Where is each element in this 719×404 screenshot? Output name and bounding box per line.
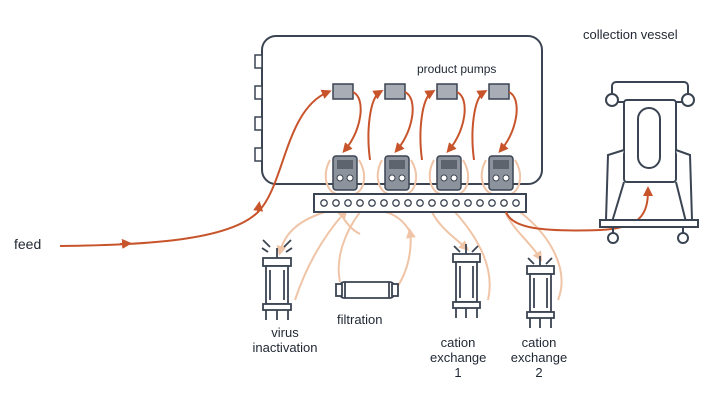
cation-exchange-1-label-line-1: cation [440, 335, 476, 350]
virus-inactivation-label-line-2: inactivation [252, 340, 318, 355]
cation-exchange-1-label-line-2: exchange [430, 350, 487, 365]
feed-label: feed [14, 236, 42, 252]
filtration-label: filtration [337, 312, 383, 327]
product-pump-3 [436, 83, 458, 100]
product-pump-4 [488, 83, 510, 100]
filtration-unit [335, 281, 399, 299]
collection-vessel [599, 81, 699, 244]
cation-exchange-2-label-line-1: cation [521, 335, 557, 350]
product-pump-2 [384, 83, 406, 100]
feed-flow-lines [59, 89, 653, 249]
process-flow-lines [276, 159, 563, 301]
valve-1 [332, 155, 358, 191]
cation-exchange-2-label-line-2: exchange [510, 350, 568, 365]
valve-3 [436, 155, 462, 191]
virus-inactivation-label-line-1: virus [271, 325, 299, 340]
valve-2 [384, 155, 410, 191]
cation-exchange-1-label-line-3: 1 [454, 365, 462, 380]
product-pumps [332, 83, 510, 100]
valves [332, 155, 514, 191]
valve-4 [488, 155, 514, 191]
cation-exchange-1-column [452, 244, 481, 318]
product-pump-1 [332, 83, 354, 100]
cation-exchange-2-label-line-3: 2 [535, 365, 543, 380]
cation-exchange-1-label: cation exchange 1 [430, 335, 486, 380]
valve-manifold [313, 193, 527, 213]
cation-exchange-2-column [526, 256, 555, 328]
product-pumps-label: product pumps [417, 62, 497, 76]
virus-inactivation-column [261, 239, 293, 320]
cation-exchange-2-label: cation exchange 2 [508, 335, 570, 380]
virus-inactivation-label: virus inactivation [246, 325, 324, 355]
collection-vessel-label: collection vessel [583, 27, 678, 42]
